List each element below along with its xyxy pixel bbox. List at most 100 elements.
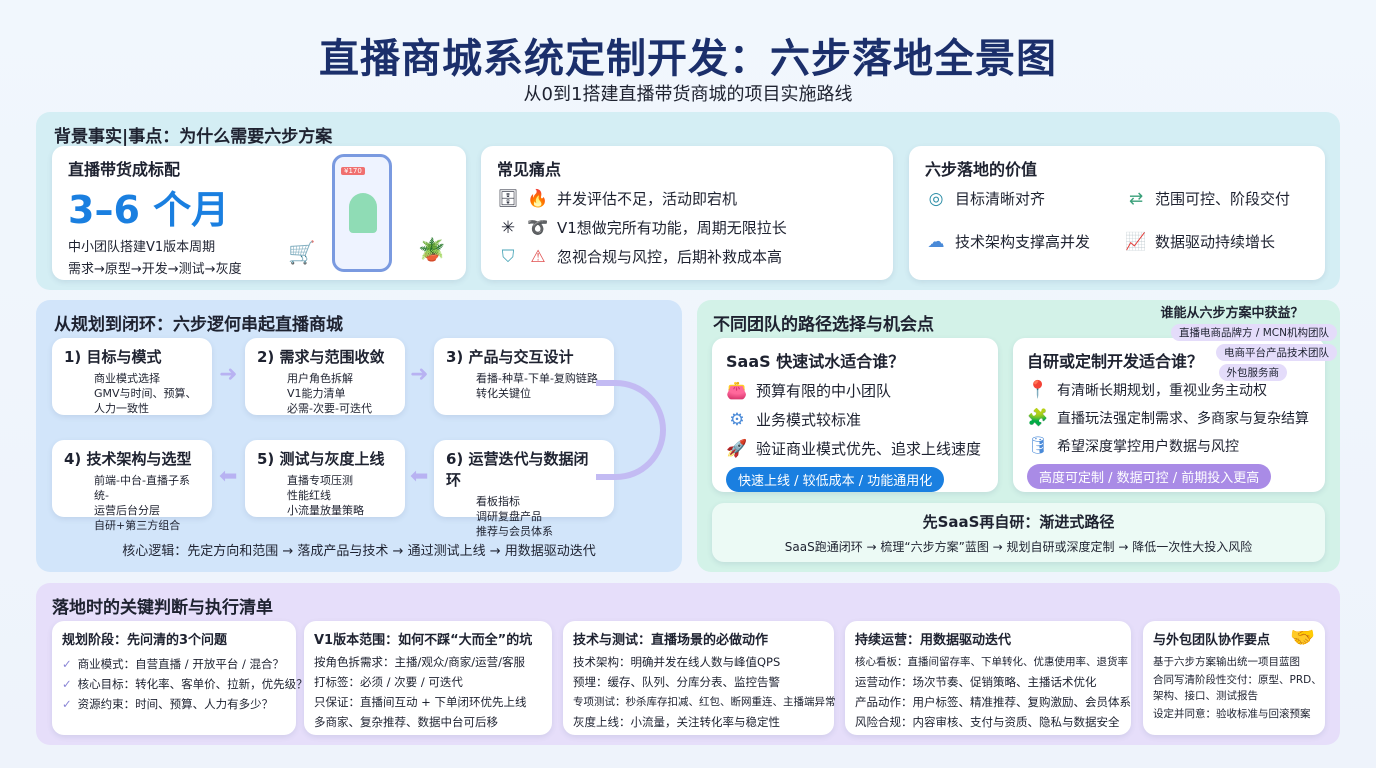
cart-icon: 🛒: [288, 241, 316, 266]
card-title: SaaS 快速试水适合谁？: [726, 352, 905, 371]
fit-item: 🚀验证商业模式优先、追求上线速度: [726, 438, 984, 459]
warning-icon: ⚠: [530, 246, 546, 267]
value-text: 目标清晰对齐: [955, 190, 1046, 208]
beneficiary-tag: 直播电商品牌方 / MCN机构团队: [1171, 324, 1337, 341]
step-title: 2) 需求与范围收敛: [257, 348, 385, 366]
checklist-line: 风险合规：内容审核、支付与资质、隐私与数据安全: [855, 715, 1120, 729]
section-title: 落地时的关键判断与执行清单: [52, 598, 273, 618]
card-title: 持续运营：用数据驱动迭代: [855, 633, 1012, 648]
value-item: ☁ 技术架构支撑高并发: [925, 231, 1125, 252]
card-title: 六步落地的价值: [925, 160, 1038, 179]
arrow-right-icon: ➜: [410, 362, 429, 387]
live-phone-illustration: ¥170: [332, 154, 392, 272]
path-title: 先SaaS再自研：渐进式路径: [922, 513, 1115, 531]
section-title: 不同团队的路径选择与机会点: [713, 315, 934, 335]
beneficiary-tag: 外包服务商: [1218, 364, 1287, 381]
card-title: 技术与测试：直播场景的必做动作: [573, 633, 769, 648]
card-title: 自研或定制开发适合谁？: [1027, 352, 1204, 371]
checklist-line: 只保证：直播间互动 + 下单闭环优先上线: [314, 695, 527, 709]
step-detail: 商业模式选择: [94, 372, 160, 385]
fit-item: 📍 有清晰长期规划，重视业务主动权: [1027, 380, 1311, 400]
fit-text: 业务模式较标准: [756, 411, 862, 429]
process-chain: 需求→原型→开发→测试→灰度: [68, 262, 242, 277]
duration-desc: 中小团队搭建V1版本周期: [68, 240, 216, 255]
checklist-line: 产品动作：用户标签、精准推荐、复购激励、会员体系: [855, 695, 1131, 709]
network-icon: ✳: [500, 217, 516, 238]
checklist-line: 核心看板：直播间留存率、下单转化、优惠使用率、退货率: [855, 656, 1128, 668]
step-detail: 必需-次要-可迭代: [287, 402, 372, 415]
pain-text: V1想做完所有功能，周期无限拉长: [557, 219, 787, 237]
pain-item: 🗄🔥并发评估不足，活动即宕机: [497, 188, 877, 209]
card-title: 与外包团队协作要点: [1153, 633, 1271, 648]
price-badge: ¥170: [341, 167, 365, 175]
section-title: 背景事实|事点：为什么需要六步方案: [54, 127, 333, 147]
value-item: 📈数据驱动持续增长: [1125, 231, 1315, 252]
arrow-left-icon: ⬅: [219, 464, 238, 489]
fire-icon: 🔥: [527, 188, 549, 209]
step-detail: 自研+第三方组合: [94, 519, 181, 532]
checklist-line: 运营动作：场次节奏、促销策略、主播话术优化: [855, 675, 1097, 689]
fit-text: 有清晰长期规划，重视业务主动权: [1057, 383, 1267, 399]
card-title: 直播带货成标配: [68, 160, 181, 179]
card-title: 规划阶段：先问清的3个问题: [62, 633, 228, 648]
pain-item: ⛉ ⚠ 忽视合规与风控，后期补救成本高: [497, 246, 877, 267]
page-subtitle: 从0到1搭建直播带货商城的项目实施路线: [523, 84, 853, 105]
puzzle-icon: 🧩: [1027, 408, 1049, 428]
step-detail: 人力一致性: [94, 402, 149, 415]
teams-section: 不同团队的路径选择与机会点 SaaS 快速试水适合谁？ 👛 预算有限的中小团队 ⚙…: [697, 300, 1340, 572]
page-title: 直播商城系统定制开发：六步落地全景图: [319, 36, 1057, 82]
streamer-figure: [349, 193, 377, 233]
beneficiaries: 谁能从六步方案中获益？ 直播电商品牌方 / MCN机构团队 电商平台产品技术团队…: [1127, 302, 1337, 381]
section-title: 从规划到闭环：六步逻何串起直播商城: [54, 315, 343, 335]
line-text: 商业模式：自营直播 / 开放平台 / 混合？: [77, 657, 285, 671]
arrow-right-icon: ➜: [219, 362, 238, 387]
step-card: 3) 产品与交互设计看播-种草-下单-复购链路转化关键位: [434, 338, 614, 415]
value-item: ◎ 目标清晰对齐: [925, 188, 1125, 209]
checklist-line: 基于六步方案输出统一项目蓝图: [1153, 656, 1300, 668]
target-icon: ◎: [928, 188, 944, 209]
step-detail: 转化关键位: [476, 387, 531, 400]
step-detail: 看播-种草-下单-复购链路: [476, 372, 598, 385]
fit-item: ⚙业务模式较标准: [726, 409, 984, 430]
standard-card: 直播带货成标配 3–6 个月 中小团队搭建V1版本周期 需求→原型→开发→测试→…: [52, 146, 466, 280]
path-icon: ⇄: [1128, 188, 1144, 209]
wallet-icon: 👛: [726, 380, 748, 401]
fit-item: 🛢 希望深度掌控用户数据与风控: [1027, 436, 1311, 456]
checklist-line: 预埋：缓存、队列、分库分表、监控告警: [573, 675, 780, 689]
path-text: SaaS跑通闭环 → 梳理“六步方案”蓝图 → 规划自研或深度定制 → 降低一次…: [784, 540, 1253, 554]
curved-arrow-icon: [596, 380, 666, 480]
check-icon: ✓: [62, 677, 72, 691]
database-lock-icon: 🛢: [1027, 436, 1049, 456]
tangled-icon: ➰: [527, 217, 549, 238]
fit-text: 直播玩法强定制需求、多商家与复杂结算: [1057, 411, 1309, 427]
step-detail: 推荐与会员体系: [476, 525, 553, 538]
checklist-card: 持续运营：用数据驱动迭代 核心看板：直播间留存率、下单转化、优惠使用率、退货率运…: [845, 621, 1131, 735]
beneficiaries-title: 谁能从六步方案中获益？: [1160, 306, 1304, 321]
card-title: 常见痛点: [497, 160, 562, 179]
pain-item: ✳ ➰ V1想做完所有功能，周期无限拉长: [497, 217, 877, 238]
route-icon: 📍: [1027, 380, 1049, 400]
pain-points-card: 常见痛点 🗄🔥并发评估不足，活动即宕机 ✳ ➰ V1想做完所有功能，周期无限拉长 ⛉…: [481, 146, 893, 280]
fit-item: 👛 预算有限的中小团队: [726, 380, 984, 401]
step-detail: 前端-中台-直播子系统-: [94, 474, 190, 502]
shield-icon: ⛉: [501, 246, 515, 267]
step-detail: GMV与时间、预算、: [94, 387, 197, 400]
checklist-line: 按角色拆需求：主播/观众/商家/运营/客服: [314, 655, 525, 669]
fit-text: 预算有限的中小团队: [756, 382, 892, 400]
fit-item: 🧩 直播玩法强定制需求、多商家与复杂结算: [1027, 408, 1311, 428]
value-item: ⇄范围可控、阶段交付: [1125, 188, 1315, 209]
cloud-server-icon: ☁: [927, 231, 945, 252]
value-text: 技术架构支撑高并发: [955, 233, 1091, 251]
custom-card: 自研或定制开发适合谁？ 📍 有清晰长期规划，重视业务主动权 🧩 直播玩法强定制需求、…: [1013, 338, 1325, 492]
fit-text: 希望深度掌控用户数据与风控: [1057, 439, 1239, 455]
checklist-section: 落地时的关键判断与执行清单 规划阶段：先问清的3个问题 ✓商业模式：自营直播 /…: [36, 583, 1340, 745]
pain-text: 忽视合规与风控，后期补救成本高: [557, 248, 783, 266]
checklist-line: ✓商业模式：自营直播 / 开放平台 / 混合？: [62, 654, 286, 674]
check-icon: ✓: [62, 697, 72, 711]
checklist-line: 架构、接口、测试报告: [1153, 690, 1258, 702]
custom-tag: 高度可定制 / 数据可控 / 前期投入更高: [1027, 464, 1272, 489]
duration-value: 3–6 个月: [68, 188, 230, 232]
